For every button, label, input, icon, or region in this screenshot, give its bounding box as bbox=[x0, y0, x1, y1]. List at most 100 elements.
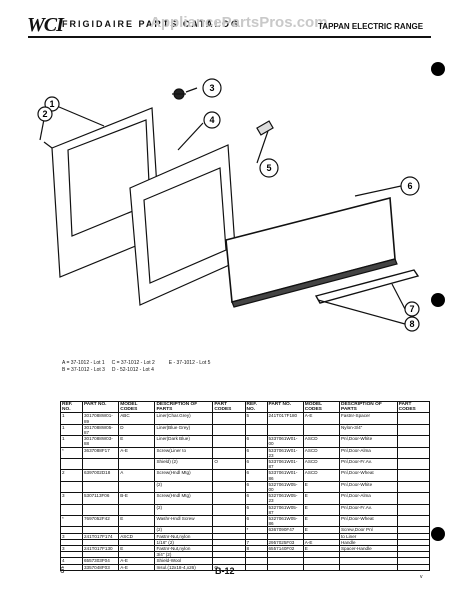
table-cell: E bbox=[118, 435, 156, 448]
table-cell: Insul.(12x18-4,x26) bbox=[154, 563, 214, 571]
column-header: REF. NO. bbox=[60, 400, 83, 414]
table-cell: 6397002D18 bbox=[81, 469, 120, 482]
table-cell bbox=[212, 492, 246, 505]
table-cell: 6 bbox=[244, 446, 268, 460]
table-cell: 5337061W01-87 bbox=[266, 458, 304, 471]
table-cell bbox=[212, 412, 246, 425]
table-cell: Fastnr-Spacer bbox=[338, 412, 398, 425]
column-header: REF. NO. bbox=[244, 400, 268, 414]
table-cell: Pnl,Door-Fr.Av. bbox=[338, 503, 398, 517]
table-cell: Shield) (2) bbox=[154, 458, 214, 471]
table-cell: 6367090F47 bbox=[266, 526, 304, 534]
table-cell: 5307113F06 bbox=[81, 492, 120, 505]
table-cell: Screw(Hndl Mtg) bbox=[154, 469, 214, 482]
table-cell: 6 bbox=[244, 492, 268, 505]
table-cell bbox=[81, 458, 120, 471]
logo-text: WCI bbox=[27, 14, 64, 36]
table-cell bbox=[118, 503, 156, 517]
table-cell bbox=[212, 423, 246, 437]
table-cell: 1 bbox=[60, 435, 83, 448]
table-cell: 6 bbox=[244, 515, 268, 528]
table-cell bbox=[302, 423, 340, 437]
brand-title: FRIGIDAIRE PARTS CATALOG bbox=[62, 19, 240, 29]
table-cell: D bbox=[118, 423, 156, 437]
table-cell: 5337061W01-86 bbox=[266, 469, 304, 482]
table-cell: A bbox=[118, 469, 156, 482]
callout-6: 6 bbox=[407, 181, 412, 191]
table-cell bbox=[396, 492, 431, 505]
table-cell: 3357048F03 bbox=[81, 563, 120, 571]
table-cell: Liner(Char.Grey) bbox=[154, 412, 214, 425]
table-cell: O bbox=[212, 563, 246, 571]
table-cell: 6 bbox=[244, 458, 268, 471]
table-cell bbox=[266, 563, 304, 571]
table-cell bbox=[396, 515, 431, 528]
table-cell bbox=[81, 503, 120, 517]
table-cell: E bbox=[302, 480, 340, 494]
table-cell: A-E bbox=[118, 563, 156, 571]
table-cell: 6 bbox=[244, 435, 268, 448]
column-header: PART NO. bbox=[81, 400, 120, 414]
table-cell bbox=[244, 563, 268, 571]
table-cell: Pnl,Door-Alma bbox=[338, 446, 398, 460]
table-cell: 3017088W01-89 bbox=[81, 412, 120, 425]
model-title: TAPPAN ELECTRIC RANGE bbox=[318, 22, 424, 31]
table-cell: 5327061W05-86 bbox=[266, 515, 304, 528]
table-cell: Pnl,Door-Wheat bbox=[338, 515, 398, 528]
column-header: DESCRIPTION OF PARTS bbox=[338, 400, 398, 414]
callout-3: 3 bbox=[209, 83, 214, 93]
table-cell: Pnl,Door-Fr.Av. bbox=[338, 458, 398, 471]
column-header: MODEL CODES bbox=[302, 400, 340, 414]
table-cell bbox=[396, 458, 431, 471]
lot-legend-row: B = 37-1012 - Lot 3 D - 52-1012 - Lot 4 bbox=[62, 367, 154, 373]
table-cell bbox=[396, 423, 431, 437]
table-cell: Pnl,Door-White bbox=[338, 480, 398, 494]
table-cell: 241T017F130 bbox=[81, 545, 120, 553]
table-cell bbox=[396, 480, 431, 494]
table-cell: Pnl,Door-Wheat bbox=[338, 469, 398, 482]
table-cell: ASCD bbox=[302, 469, 340, 482]
table-cell bbox=[212, 435, 246, 448]
table-cell: Washr-Hndl Screw bbox=[154, 515, 214, 528]
lot-legend-row: A = 37-1012 - Lot 1 C = 37-1012 - Lot 2 … bbox=[62, 360, 211, 366]
table-cell: Screw(Hndl Mtg) bbox=[154, 492, 214, 505]
table-cell: A-E bbox=[302, 412, 340, 425]
table-cell: 5327061W05-87 bbox=[266, 503, 304, 517]
table-cell: 5327061W05-00 bbox=[266, 480, 304, 494]
callout-5: 5 bbox=[266, 163, 271, 173]
table-cell bbox=[60, 503, 83, 517]
table-cell: * bbox=[60, 446, 83, 460]
table-cell: O bbox=[212, 458, 246, 471]
table-cell: 6557140F02 bbox=[266, 545, 304, 553]
table-cell: A-E bbox=[118, 446, 156, 460]
table-cell: 1 bbox=[60, 423, 83, 437]
binder-hole-middle bbox=[431, 293, 445, 307]
table-cell: 5337061W01-23 bbox=[266, 446, 304, 460]
table-cell bbox=[302, 563, 340, 571]
table-cell bbox=[338, 563, 398, 571]
section-number: 6 bbox=[60, 566, 65, 575]
table-cell bbox=[396, 563, 431, 571]
table-cell: Liner(Blue Grey) bbox=[154, 423, 214, 437]
spacer-part bbox=[256, 120, 274, 136]
table-cell: 5337061W01-00 bbox=[266, 435, 304, 448]
footer-mark: v bbox=[420, 574, 423, 580]
column-header: MODEL CODES bbox=[118, 400, 156, 414]
table-cell bbox=[212, 446, 246, 460]
table-cell bbox=[396, 503, 431, 517]
column-header: PART CODES bbox=[212, 400, 246, 414]
table-cell bbox=[60, 480, 83, 494]
table-cell: 5327061W05-23 bbox=[266, 492, 304, 505]
table-cell: 3017088W03-88 bbox=[81, 435, 120, 448]
table-cell bbox=[118, 480, 156, 494]
exploded-parts-diagram: 1 2 3 4 5 6 7 8 bbox=[37, 78, 420, 332]
lot-legend: A = 37-1012 - Lot 1 C = 37-1012 - Lot 2 … bbox=[62, 360, 210, 374]
table-cell: E bbox=[118, 515, 156, 528]
table-cell: 2957025F03 bbox=[266, 538, 304, 547]
